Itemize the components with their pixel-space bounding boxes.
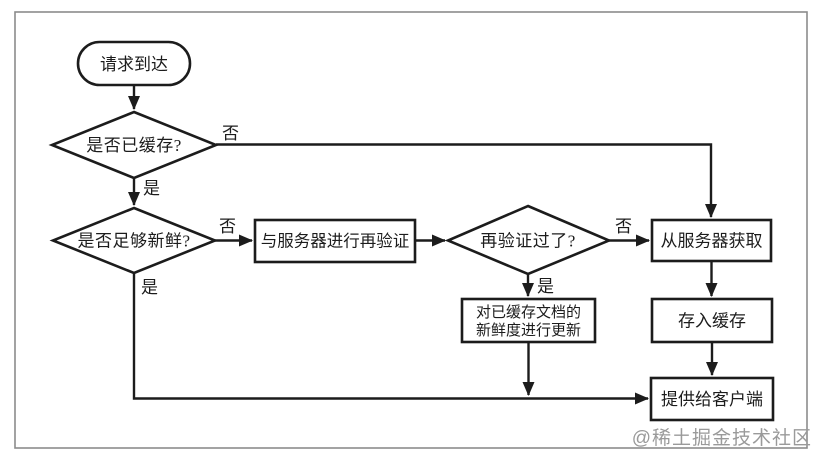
process-serve-shape bbox=[649, 376, 775, 422]
edge-label-fresh-no: 否 bbox=[219, 217, 236, 236]
process-fetch-label: 从服务器获取 bbox=[661, 232, 763, 251]
process-store-shape bbox=[650, 297, 774, 344]
process-update-label-line2: 新鲜度进行更新 bbox=[476, 322, 581, 339]
decision-cached-shape bbox=[48, 110, 220, 180]
process-serve-label: 提供给客户端 bbox=[661, 390, 763, 409]
process-revalidate-shape bbox=[253, 218, 417, 264]
decision-cached-label: 是否已缓存? bbox=[86, 136, 182, 155]
process-store-cache: 存入缓存 bbox=[650, 297, 774, 344]
decision-cached: 是否已缓存? bbox=[48, 110, 220, 180]
process-revalidate: 与服务器进行再验证 bbox=[253, 218, 417, 264]
process-fetch-from-server: 从服务器获取 bbox=[650, 218, 773, 263]
edge-fresh-yes-to-serve bbox=[132, 273, 649, 405]
process-fetch-shape bbox=[650, 218, 773, 263]
edge-label-fresh-yes: 是 bbox=[141, 278, 158, 297]
decision-fresh: 是否足够新鲜? bbox=[49, 206, 219, 275]
start-node: 请求到达 bbox=[76, 40, 192, 87]
start-node-label: 请求到达 bbox=[100, 55, 168, 74]
process-store-label: 存入缓存 bbox=[678, 312, 746, 331]
edge-label-cached-no: 否 bbox=[222, 124, 239, 143]
decision-revalidate-ok-label: 再验证过了? bbox=[480, 232, 576, 251]
edge-cached-no-to-fetch bbox=[216, 143, 717, 218]
process-serve-client: 提供给客户端 bbox=[649, 376, 775, 422]
start-node-shape bbox=[76, 40, 192, 87]
decision-revalidate-ok-shape bbox=[444, 204, 613, 276]
decision-revalidate-ok: 再验证过了? bbox=[444, 204, 613, 276]
process-update-shape bbox=[460, 297, 597, 344]
watermark: @稀土掘金技术社区 bbox=[632, 427, 812, 449]
decision-fresh-shape bbox=[49, 206, 219, 275]
edge-label-cached-yes: 是 bbox=[143, 179, 160, 198]
process-revalidate-label: 与服务器进行再验证 bbox=[261, 232, 410, 251]
decision-fresh-label: 是否足够新鲜? bbox=[77, 232, 190, 251]
process-update-freshness: 对已缓存文档的 新鲜度进行更新 bbox=[460, 297, 597, 344]
edge-label-check-no: 否 bbox=[615, 217, 632, 236]
edge-label-check-yes: 是 bbox=[537, 277, 554, 296]
process-update-label-line1: 对已缓存文档的 bbox=[476, 304, 581, 321]
outer-frame bbox=[14, 11, 808, 449]
